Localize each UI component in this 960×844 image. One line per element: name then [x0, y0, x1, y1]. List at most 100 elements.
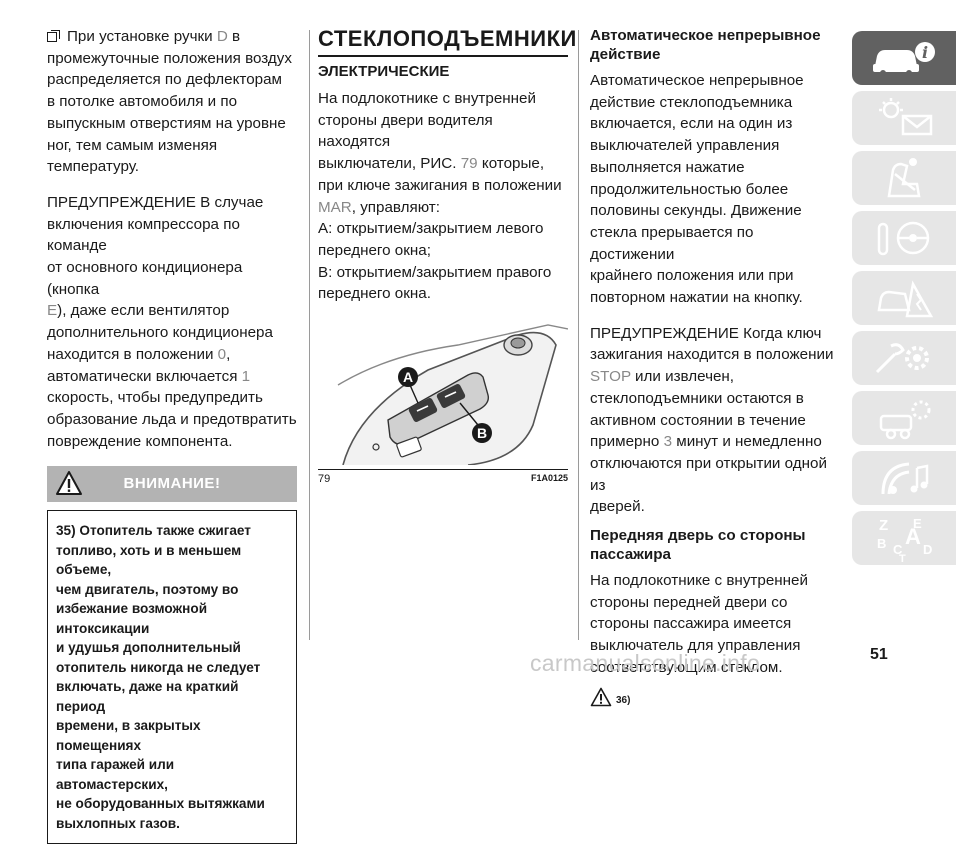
- body-text: продолжительностью более: [590, 180, 789, 198]
- warning-para-text: зажигания находится в положении: [590, 346, 834, 364]
- body-text: выполняется нажатие: [590, 158, 745, 176]
- attention-title: ВНИМАНИЕ!: [123, 475, 221, 493]
- figure-caption: 79 F1A0125: [318, 469, 568, 485]
- tab-index[interactable]: Z E B C A D T: [852, 511, 956, 565]
- tab-emergency[interactable]: [852, 271, 956, 325]
- warning-para-text: дополнительного кондиционера: [47, 324, 273, 342]
- tab-warning-lights[interactable]: [852, 91, 956, 145]
- para-handle-line1: При установке ручки D в: [47, 26, 297, 48]
- warning-para-text: дверей.: [590, 498, 645, 516]
- svg-text:B: B: [877, 536, 886, 551]
- attention-text: и удушья дополнительный: [56, 640, 241, 656]
- body-text: включается, если на один из: [590, 115, 793, 133]
- note-reference-number: 36): [616, 694, 631, 706]
- window-switch-illustration: A B: [318, 315, 568, 466]
- tab-car-info[interactable]: i: [852, 31, 956, 85]
- subsection-title: ЭЛЕКТРИЧЕСКИЕ: [318, 63, 450, 80]
- body-text: повторном нажатии на кнопку.: [590, 289, 803, 307]
- warning-para-text: отключаются при открытии одной из: [590, 454, 827, 494]
- warning-para-text: скорость, чтобы предупредить: [47, 389, 263, 407]
- watermark: carmanualsonline.info: [530, 650, 761, 676]
- body-text: соответствующим стеклом.: [590, 658, 783, 676]
- key-steering-icon: [877, 221, 930, 256]
- body-text: при ключе зажигания в положении: [318, 176, 562, 194]
- body-text: На подлокотнике с внутренней: [318, 90, 536, 107]
- para-text: температуру.: [47, 158, 140, 176]
- warning-para-text: автоматически включается 1: [47, 367, 251, 385]
- body-text: переднего окна;: [318, 241, 431, 259]
- svg-text:E: E: [913, 516, 922, 531]
- para-text: промежуточные положения воздух: [47, 49, 292, 67]
- body-text: стороны двери водителя находятся: [318, 111, 493, 151]
- svg-text:B: B: [477, 425, 487, 441]
- para-text: выпускным отверстиям на уровне: [47, 114, 286, 132]
- para-text: ног, тем самым изменяя: [47, 136, 218, 154]
- body-text: половины секунды. Движение: [590, 202, 802, 220]
- column-divider: [578, 30, 579, 640]
- body-text: Автоматическое непрерывное: [590, 72, 804, 89]
- body-text: выключатель для управления: [590, 637, 801, 655]
- warning-triangle-icon: [590, 687, 612, 706]
- warning-para-text: повреждение компонента.: [47, 432, 233, 450]
- attention-text: времени, в закрытых помещениях: [56, 718, 201, 753]
- body-text: A: открытием/закрытием левого: [318, 220, 544, 238]
- heading-passenger-door: Передняя дверь со стороны пассажира: [590, 527, 806, 564]
- tab-safety[interactable]: [852, 151, 956, 205]
- figure-code: F1A0125: [530, 473, 568, 484]
- specs-icon: [879, 400, 931, 440]
- attention-text: выхлопных газов.: [56, 815, 180, 831]
- body-text: выключателей управления: [590, 137, 780, 155]
- service-icon: [875, 343, 929, 374]
- index-icon: Z E B C A D T: [877, 516, 932, 562]
- attention-header: ВНИМАНИЕ!: [47, 466, 297, 503]
- multimedia-icon: [881, 462, 929, 495]
- attention-text: отопитель никогда не следует: [56, 659, 261, 675]
- figure-79: A B 79 F1A0125: [318, 315, 568, 485]
- body-text: стекла прерывается по достижении: [590, 223, 754, 263]
- body-text: На подлокотнике с внутренней: [590, 572, 808, 590]
- attention-text: включать, даже на краткий период: [56, 679, 239, 714]
- para-text: распределяется по дефлекторам: [47, 71, 282, 89]
- warning-triangle-icon: [56, 471, 82, 496]
- svg-text:i: i: [922, 43, 928, 62]
- right-column: Автоматическое непрерывное действие Авто…: [590, 26, 840, 707]
- warning-para-text: находится в положении 0,: [47, 345, 231, 363]
- warning-para-text: STOP или извлечен,: [590, 368, 735, 386]
- warning-para-text: от основного кондиционера (кнопка: [47, 259, 243, 298]
- warning-para-text: стеклоподъемники остаются в: [590, 389, 804, 407]
- callout-a: A: [398, 367, 418, 388]
- left-column: При установке ручки D в промежуточные по…: [47, 26, 297, 844]
- column-divider: [309, 30, 310, 640]
- warning-para-text: ПРЕДУПРЕЖДЕНИЕ В случае: [47, 193, 264, 211]
- para-text: в потолке автомобиля и по: [47, 93, 238, 111]
- attention-text: чем двигатель, поэтому во: [56, 581, 239, 597]
- svg-text:C: C: [893, 542, 903, 557]
- svg-text:Z: Z: [879, 517, 888, 534]
- body-text: действие стеклоподъемника: [590, 93, 793, 111]
- warning-para-text: ПРЕДУПРЕЖДЕНИЕ Когда ключ: [590, 324, 822, 342]
- car-info-icon: i: [873, 42, 935, 76]
- middle-column: СТЕКЛОПОДЪЕМНИКИ ЭЛЕКТРИЧЕСКИЕ На подлок…: [318, 26, 577, 485]
- warning-para-text: образование льда и предотвратить: [47, 410, 297, 428]
- tab-multimedia[interactable]: [852, 451, 956, 505]
- svg-text:D: D: [923, 542, 932, 557]
- warning-para-text: примерно 3 минут и немедленно: [590, 433, 822, 451]
- tab-maintenance[interactable]: [852, 331, 956, 385]
- section-title: СТЕКЛОПОДЪЕМНИКИ: [318, 26, 577, 51]
- crash-icon: [877, 280, 934, 318]
- note-reference: 36): [590, 687, 840, 707]
- svg-text:A: A: [905, 524, 921, 549]
- warning-lights-icon: [879, 98, 933, 136]
- body-text: выключатели, РИС. 79 которые,: [318, 155, 545, 173]
- attention-text: не оборудованных вытяжками: [56, 796, 265, 812]
- body-text: стороны передней двери со: [590, 593, 788, 611]
- tab-starting-driving[interactable]: [852, 211, 956, 265]
- body-text: крайнего положения или при: [590, 267, 794, 285]
- tab-specs[interactable]: [852, 391, 956, 445]
- attention-text: топливо, хоть и в меньшем объеме,: [56, 542, 242, 578]
- section-rule: [318, 55, 568, 57]
- attention-text: 35) Отопитель также сжигает: [56, 523, 251, 539]
- bullet-icon: [47, 30, 61, 42]
- warning-para-text: E), даже если вентилятор: [47, 302, 230, 320]
- body-text: стороны пассажира имеется: [590, 615, 792, 633]
